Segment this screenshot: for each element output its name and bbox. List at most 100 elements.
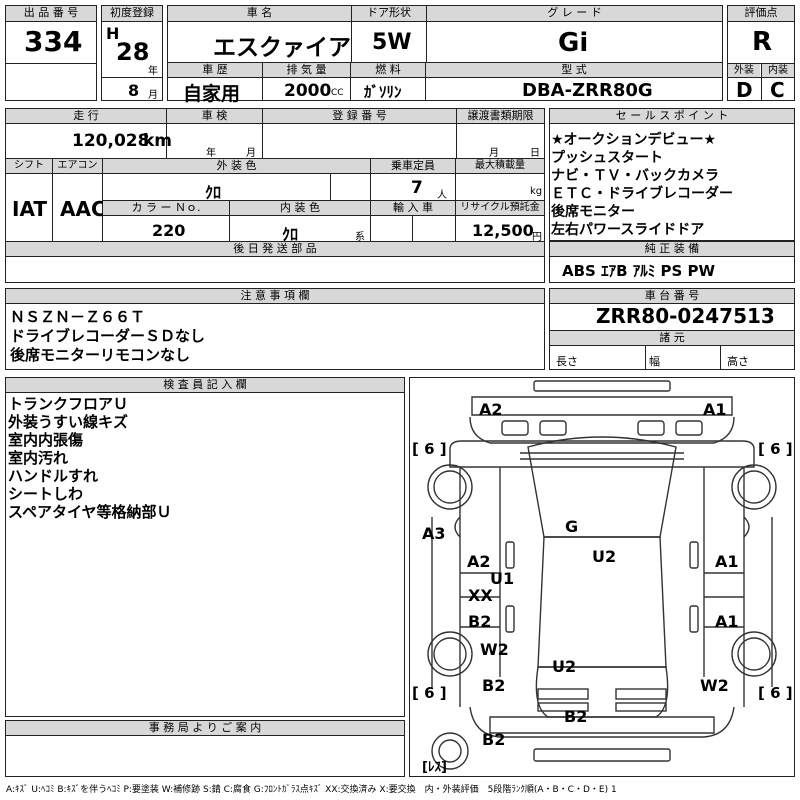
inspector-line: 室内汚れ — [8, 449, 69, 467]
height-label: 高さ — [727, 355, 749, 368]
displacement-label: 排 気 量 — [263, 63, 350, 77]
damage-diagram-box — [409, 377, 795, 777]
sales-point: ★オークションデビュー★ — [551, 132, 717, 148]
chassis-box — [549, 288, 795, 370]
max-load-unit: kg — [530, 186, 543, 197]
chassis-number: ZRR80-0247513 — [596, 304, 775, 328]
sales-points-box — [549, 108, 795, 241]
damage-legend: A:ｷｽﾞ U:ﾍｺﾐ B:ｷｽﾞを伴うﾍｺﾐ P:要塗装 W:補修跡 S:錆 … — [6, 785, 617, 795]
damage-mark: G — [565, 517, 579, 536]
color-no-label: カ ラ ー Ｎｏ. — [103, 201, 229, 215]
model-code: DBA-ZRR80G — [522, 80, 653, 101]
equipment-box — [549, 241, 795, 283]
damage-mark: A1 — [715, 552, 739, 571]
damage-mark: A1 — [715, 612, 739, 631]
month-unit: 月 — [148, 90, 158, 101]
exterior-label: 外装 — [728, 64, 760, 77]
damage-mark: W2 — [480, 640, 509, 659]
transfer-label: 譲渡書類期限 — [457, 109, 544, 123]
lot-number: 334 — [24, 25, 83, 58]
equipment-label: 純 正 装 備 — [550, 242, 794, 256]
damage-mark: B2 — [482, 676, 506, 695]
ac-type: AAC — [60, 197, 106, 221]
history-label: 車 歴 — [168, 63, 262, 77]
model-label: 型 式 — [426, 63, 722, 77]
era: H — [106, 24, 120, 43]
damage-mark: XX — [468, 586, 493, 605]
inspection-label: 車 検 — [167, 109, 262, 123]
capacity-label: 乗車定員 — [371, 159, 455, 173]
notes-box — [5, 288, 545, 370]
transfer-month-unit: 月 — [489, 148, 499, 159]
inspector-line: シートしわ — [8, 485, 84, 503]
grade: Gi — [558, 28, 589, 58]
car-name-label: 車 名 — [168, 6, 351, 21]
capacity: 7 — [411, 178, 423, 198]
width-label: 幅 — [649, 355, 660, 368]
inspector-line: スペアタイヤ等格納部Ｕ — [8, 503, 172, 521]
displacement-unit: CC — [331, 88, 344, 98]
insp-month-unit: 月 — [246, 148, 256, 159]
sales-points-label: セ ー ル ス ポ イ ン ト — [550, 109, 794, 123]
reg-year: 28 — [116, 38, 150, 66]
reg-month: 8 — [128, 81, 140, 100]
car-damage-diagram — [427, 380, 777, 770]
damage-mark: B2 — [564, 707, 588, 726]
int-color: ｸﾛ — [282, 225, 299, 244]
first-reg-label: 初度登録 — [102, 6, 162, 21]
spare-tire-status: [ﾚｽ] — [422, 760, 447, 775]
lot-box — [5, 5, 97, 101]
sales-point: 後席モニター — [551, 204, 635, 220]
score-label: 評価点 — [728, 6, 794, 21]
mileage-label: 走 行 — [6, 109, 166, 123]
int-color-unit: 系 — [355, 232, 365, 243]
spec-label: 諸 元 — [550, 331, 794, 345]
damage-mark: B2 — [482, 730, 506, 749]
import-label: 輸 入 車 — [371, 201, 455, 215]
shift-label: シフト — [6, 159, 52, 173]
interior-label: 内装 — [762, 64, 794, 77]
inspector-line: トランクフロアＵ — [8, 395, 129, 413]
note-line: 後席モニターリモコンなし — [10, 346, 191, 364]
tire-depth: [ 6 ] — [758, 440, 793, 458]
notes-label: 注 意 事 項 欄 — [6, 289, 544, 303]
inspector-box — [5, 377, 405, 717]
tire-depth: [ 6 ] — [758, 684, 793, 702]
damage-mark: U1 — [490, 569, 515, 588]
color-no: 220 — [152, 221, 186, 240]
damage-mark: A2 — [467, 552, 491, 571]
ext-color-label: 外 装 色 — [103, 159, 370, 173]
top-grid — [167, 5, 723, 101]
capacity-unit: 人 — [437, 190, 447, 201]
year-unit: 年 — [148, 66, 158, 77]
int-color-label: 内 装 色 — [230, 201, 370, 215]
lot-label: 出 品 番 号 — [6, 6, 96, 21]
damage-mark: W2 — [700, 676, 729, 695]
recycle-fee: 12,500 — [472, 221, 534, 240]
sales-point: ナビ・ＴＶ・バックカメラ — [551, 168, 719, 184]
chassis-label: 車 台 番 号 — [550, 289, 794, 303]
sales-point: 左右パワースライドドア — [551, 222, 705, 238]
transfer-day-unit: 日 — [530, 148, 540, 159]
damage-mark: B2 — [468, 612, 492, 631]
damage-mark: U2 — [592, 547, 617, 566]
door-label: ドア形状 — [352, 6, 426, 21]
first-reg-box — [101, 5, 163, 101]
auction-score: R — [752, 27, 773, 57]
max-load-label: 最大積載量 — [456, 159, 544, 173]
later-parts-label: 後 日 発 送 部 品 — [6, 242, 544, 256]
office-box — [5, 720, 405, 777]
office-label: 事 務 局 よ り ご 案 内 — [6, 721, 404, 735]
inspector-label: 検 査 員 記 入 欄 — [6, 378, 404, 392]
ac-label: エアコン — [53, 159, 102, 173]
fuel-type: ｶﾞｿﾘﾝ — [364, 83, 402, 101]
tire-depth: [ 6 ] — [412, 440, 447, 458]
damage-mark: A1 — [703, 400, 727, 419]
note-line: ＮＳＺＮ－Ｚ６６Ｔ — [10, 308, 146, 326]
damage-mark: A2 — [479, 400, 503, 419]
fuel-label: 燃 料 — [351, 63, 425, 77]
insp-year-unit: 年 — [206, 148, 216, 159]
note-line: ドライブレコーダーＳＤなし — [10, 327, 206, 345]
door-type: 5W — [372, 30, 412, 55]
damage-mark: A3 — [422, 524, 446, 543]
